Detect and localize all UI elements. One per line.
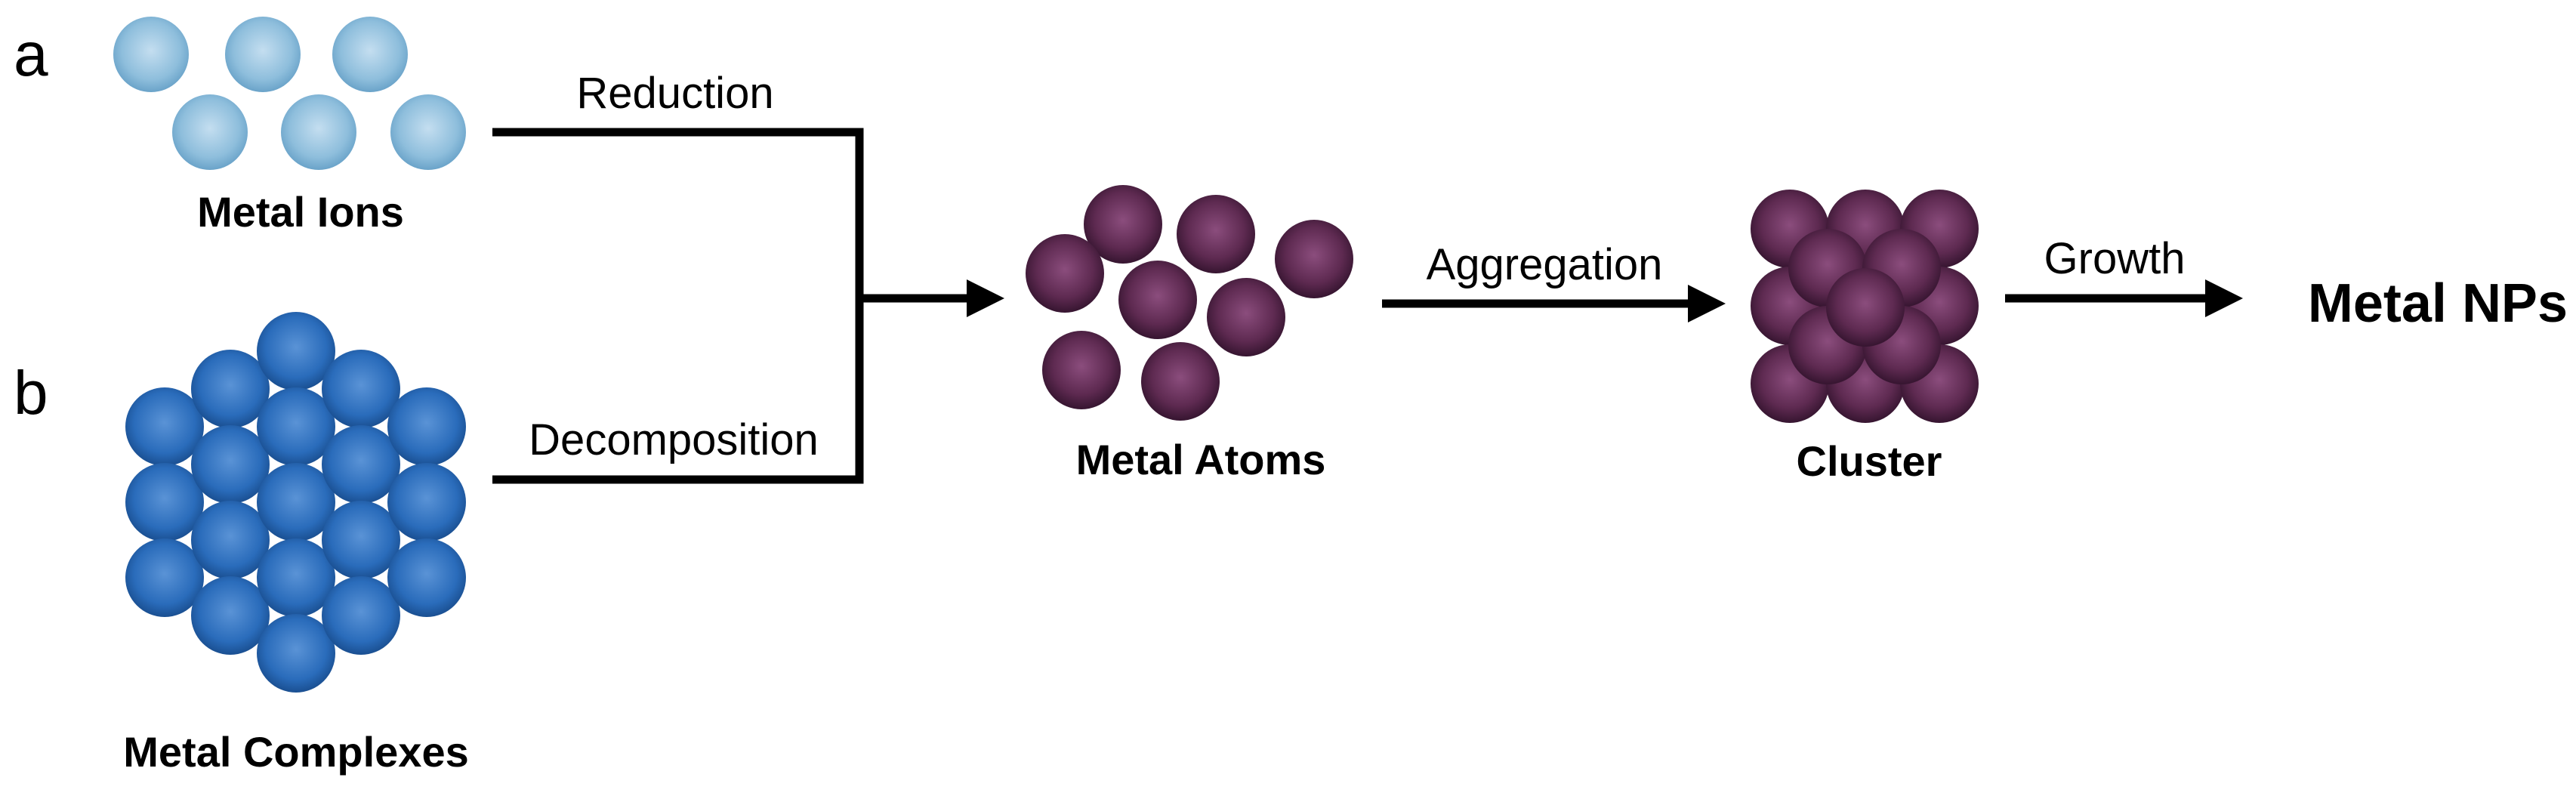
metal-complex-particle bbox=[191, 350, 270, 428]
arrow-to-atoms-head bbox=[967, 279, 1004, 317]
aggregation-label: Aggregation bbox=[1427, 240, 1663, 289]
reduction-label: Reduction bbox=[576, 69, 773, 118]
metal-ions-label: Metal Ions bbox=[197, 188, 404, 236]
metal-complex-particle bbox=[125, 538, 204, 617]
metal-complex-particle bbox=[257, 463, 335, 541]
panel-label-a: a bbox=[14, 20, 48, 89]
metal-complex-particle bbox=[322, 501, 400, 579]
growth-label: Growth bbox=[2044, 234, 2186, 283]
metal-atom-particle bbox=[1118, 261, 1197, 339]
metal-atom-particle bbox=[1141, 342, 1220, 421]
cluster-group bbox=[1751, 190, 1979, 423]
metal-atom-particle bbox=[1207, 278, 1285, 356]
metal-ion-particle bbox=[332, 17, 408, 92]
metal-atoms-group bbox=[1026, 185, 1353, 421]
metal-complex-particle bbox=[257, 387, 335, 466]
metal-atom-particle bbox=[1026, 234, 1104, 313]
metal-complex-particle bbox=[257, 614, 335, 693]
metal-complex-particle bbox=[125, 463, 204, 541]
metal-atoms-label: Metal Atoms bbox=[1076, 436, 1326, 483]
decomposition-label: Decomposition bbox=[529, 415, 819, 464]
metal-ions-group bbox=[113, 17, 466, 170]
metal-complex-particle bbox=[257, 312, 335, 390]
panel-label-b: b bbox=[14, 359, 48, 427]
metal-complex-particle bbox=[257, 538, 335, 617]
metal-ion-particle bbox=[113, 17, 189, 92]
aggregation-arrow-head bbox=[1688, 285, 1726, 322]
metal-complex-particle bbox=[191, 501, 270, 579]
metal-complex-particle bbox=[387, 463, 466, 541]
decomposition-connector bbox=[492, 298, 864, 484]
metal-ion-particle bbox=[281, 94, 356, 170]
metal-complex-particle bbox=[125, 387, 204, 466]
metal-complex-particle bbox=[191, 576, 270, 655]
metal-atom-particle bbox=[1275, 220, 1353, 298]
metal-complex-particle bbox=[387, 387, 466, 466]
metal-complexes-label: Metal Complexes bbox=[123, 728, 469, 776]
metal-ion-particle bbox=[390, 94, 466, 170]
cluster-label: Cluster bbox=[1797, 437, 1942, 485]
metal-complex-particle bbox=[387, 538, 466, 617]
metal-complex-particle bbox=[322, 350, 400, 428]
metal-complex-particle bbox=[322, 425, 400, 504]
metal-complex-particle bbox=[191, 425, 270, 504]
metal-nps-label: Metal NPs bbox=[2308, 273, 2568, 334]
growth-arrow-head bbox=[2205, 279, 2243, 317]
metal-atom-particle bbox=[1084, 185, 1162, 264]
metal-atom-particle bbox=[1042, 331, 1121, 409]
cluster-particle bbox=[1826, 268, 1905, 347]
metal-complex-particle bbox=[322, 576, 400, 655]
metal-ion-particle bbox=[172, 94, 248, 170]
metal-complexes-group bbox=[125, 312, 466, 693]
metal-ion-particle bbox=[225, 17, 301, 92]
metal-atom-particle bbox=[1177, 195, 1255, 273]
reduction-connector bbox=[492, 128, 864, 302]
